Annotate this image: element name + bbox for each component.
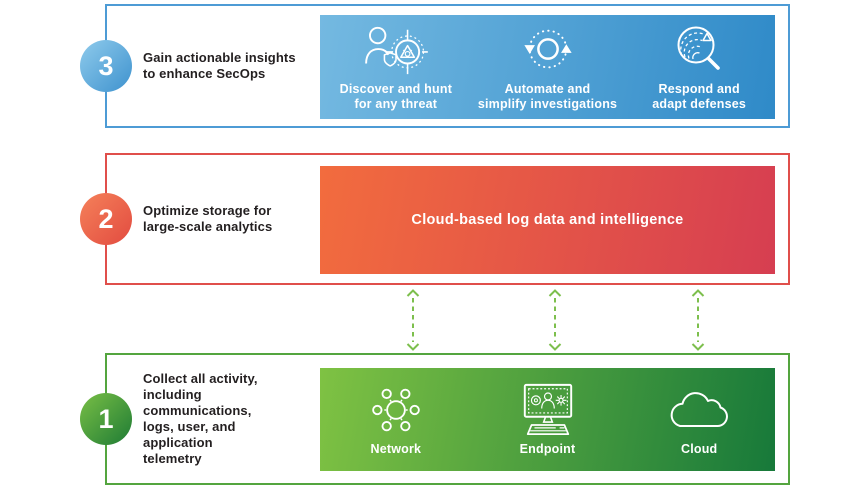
storage-panel-text: Cloud-based log data and intelligence [411, 212, 684, 228]
section-insights-label: Gain actionable insights to enhance SecO… [143, 50, 296, 81]
section-collect: Collect all activity, including communic… [105, 353, 790, 485]
step-1-badge: 1 [80, 393, 132, 445]
section-insights: Gain actionable insights to enhance SecO… [105, 4, 790, 128]
step-2-badge: 2 [80, 193, 132, 245]
automate-icon [516, 22, 580, 78]
panel-item-cloud: Cloud [623, 368, 775, 471]
section-storage-label: Optimize storage for large-scale analyti… [143, 203, 273, 234]
hunt-icon [363, 22, 429, 78]
panel-item-network: Network [320, 368, 472, 471]
caption-automate: Automate and simplify investigations [477, 82, 618, 111]
panel-item-automate: Automate and simplify investigations [472, 15, 624, 119]
section-storage: Optimize storage for large-scale analyti… [105, 153, 790, 285]
caption-discover: Discover and hunt for any threat [339, 82, 453, 111]
cloud-icon [662, 382, 736, 438]
caption-cloud: Cloud [680, 442, 718, 456]
step-3-badge: 3 [80, 40, 132, 92]
panel-item-endpoint: Endpoint [472, 368, 624, 471]
network-icon [367, 382, 425, 438]
caption-respond: Respond and adapt defenses [652, 82, 747, 111]
storage-panel: Cloud-based log data and intelligence [320, 166, 775, 274]
endpoint-icon [517, 382, 579, 438]
respond-icon [670, 22, 728, 78]
collect-panel: Network [320, 368, 775, 471]
panel-item-respond: Respond and adapt defenses [623, 15, 775, 119]
caption-network: Network [370, 442, 422, 456]
data-flow-arrow-icon [691, 289, 705, 351]
data-flow-arrow-icon [548, 289, 562, 351]
panel-item-discover: Discover and hunt for any threat [320, 15, 472, 119]
section-collect-label: Collect all activity, including communic… [143, 371, 258, 466]
caption-endpoint: Endpoint [519, 442, 576, 456]
data-flow-arrow-icon [406, 289, 420, 351]
insights-panel: Discover and hunt for any threat Automat… [320, 15, 775, 119]
